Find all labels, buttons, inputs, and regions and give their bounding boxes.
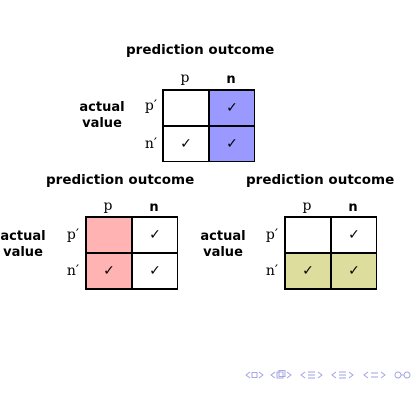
nav-prev-page-icon[interactable] bbox=[331, 371, 354, 379]
cell-tp bbox=[163, 90, 209, 126]
axis-label-line2: value bbox=[203, 245, 243, 260]
axis-label-line1: actual bbox=[0, 229, 46, 244]
check-icon: ✓ bbox=[180, 136, 192, 152]
column-header-p: p bbox=[302, 198, 312, 214]
column-header-n: n bbox=[149, 200, 159, 215]
cell-fp: ✓ bbox=[86, 253, 132, 289]
check-icon: ✓ bbox=[226, 136, 238, 152]
column-header-n: n bbox=[348, 200, 358, 215]
check-icon: ✓ bbox=[302, 263, 314, 279]
nav-search-icon[interactable] bbox=[394, 371, 411, 379]
cell-tp bbox=[86, 217, 132, 253]
row-header-n: n′ bbox=[265, 263, 279, 279]
axis-label-line1: actual bbox=[79, 100, 125, 115]
cell-fn: ✓ bbox=[209, 90, 255, 126]
axis-label: actual value bbox=[0, 229, 46, 261]
matrix-title: prediction outcome bbox=[246, 172, 395, 188]
row-header-n: n′ bbox=[144, 136, 158, 152]
confusion-grid: ✓ ✓ ✓ bbox=[284, 216, 377, 290]
cell-tn: ✓ bbox=[331, 253, 377, 289]
confusion-grid: ✓ ✓ ✓ bbox=[162, 89, 255, 162]
nav-prev-subsection-icon[interactable] bbox=[270, 370, 292, 379]
confusion-grid: ✓ ✓ ✓ bbox=[85, 216, 178, 290]
check-icon: ✓ bbox=[103, 263, 115, 279]
check-icon: ✓ bbox=[348, 263, 360, 279]
axis-label-line2: value bbox=[3, 245, 43, 260]
column-header-p: p bbox=[180, 70, 190, 86]
check-icon: ✓ bbox=[348, 227, 360, 243]
matrix-title: prediction outcome bbox=[126, 42, 275, 58]
row-header-p: p′ bbox=[265, 227, 279, 243]
nav-prev-section-icon[interactable] bbox=[300, 371, 323, 379]
check-icon: ✓ bbox=[149, 263, 161, 279]
nav-prev-frame-icon[interactable] bbox=[245, 371, 264, 379]
cell-tp bbox=[285, 217, 331, 253]
cell-tn: ✓ bbox=[209, 126, 255, 162]
navigation-bar bbox=[244, 366, 414, 379]
row-header-p: p′ bbox=[66, 227, 80, 243]
check-icon: ✓ bbox=[149, 227, 161, 243]
cell-fp: ✓ bbox=[163, 126, 209, 162]
cell-fn: ✓ bbox=[331, 217, 377, 253]
nav-align-icon[interactable] bbox=[363, 371, 386, 379]
axis-label: actual value bbox=[198, 229, 248, 261]
axis-label-line2: value bbox=[82, 116, 122, 131]
navigation-symbols bbox=[245, 370, 411, 379]
axis-label-line1: actual bbox=[200, 229, 246, 244]
row-header-n: n′ bbox=[66, 263, 80, 279]
cell-tn: ✓ bbox=[132, 253, 178, 289]
check-icon: ✓ bbox=[226, 100, 238, 116]
row-header-p: p′ bbox=[144, 98, 158, 114]
cell-fn: ✓ bbox=[132, 217, 178, 253]
axis-label: actual value bbox=[76, 100, 128, 132]
matrix-title: prediction outcome bbox=[46, 172, 195, 188]
cell-fp: ✓ bbox=[285, 253, 331, 289]
column-header-p: p bbox=[103, 198, 113, 214]
column-header-n: n bbox=[226, 72, 236, 87]
